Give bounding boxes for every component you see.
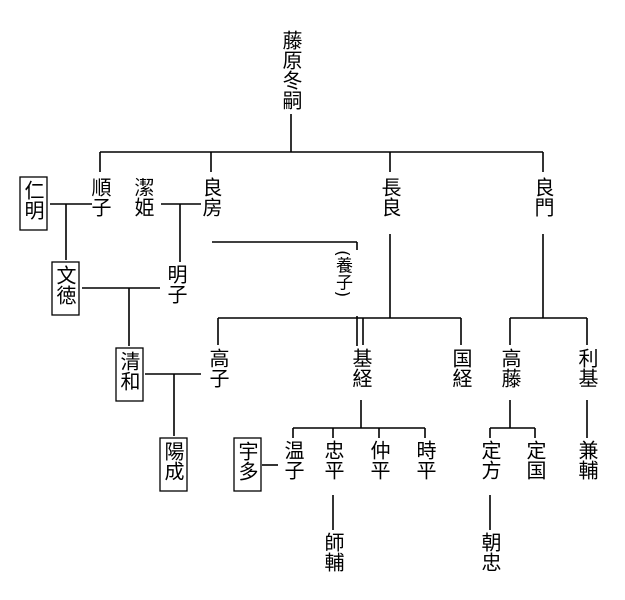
name-mototsune: 基経 [349, 348, 373, 388]
emperor-uda: 宇多 [235, 441, 259, 481]
name-takaiko: 高子 [206, 348, 230, 388]
name-nagara: 長良 [378, 177, 402, 217]
emperor-montoku: 文徳 [53, 265, 77, 305]
emperor-ninmyo: 仁明 [21, 180, 45, 220]
name-kunitsune: 国経 [449, 348, 473, 388]
emperor-box-ninmyo [19, 176, 48, 231]
name-nakahira: 仲平 [367, 440, 391, 480]
emperor-box-seiwa [115, 347, 144, 402]
name-sadakuni: 定国 [523, 440, 547, 480]
name-takafuji: 高藤 [498, 348, 522, 388]
emperor-box-uda [233, 437, 262, 492]
emperor-boxes [19, 176, 262, 492]
name-toshimoto: 利基 [575, 348, 599, 388]
emperor-yozei: 陽成 [161, 441, 185, 481]
name-yoshiko: 温子 [281, 440, 305, 480]
emperor-box-montoku [51, 261, 80, 316]
name-sadakata: 定方 [478, 440, 502, 480]
connector-lines [50, 114, 588, 530]
name-fuyutsugu: 藤原冬嗣 [279, 30, 303, 110]
name-junshi: 順子 [88, 177, 112, 217]
adoption-label: (養子) [332, 250, 353, 297]
name-morosuke: 師輔 [321, 532, 345, 572]
name-yoshifusa: 良房 [199, 177, 223, 217]
name-tadahira: 忠平 [321, 440, 345, 480]
name-kiyohime: 潔姫 [131, 177, 155, 217]
name-tokihira: 時平 [413, 440, 437, 480]
emperor-seiwa: 清和 [117, 351, 141, 391]
name-yoshikado: 良門 [531, 177, 555, 217]
name-asatada: 朝忠 [478, 532, 502, 572]
name-akirakeiko: 明子 [164, 264, 188, 304]
name-kanesuke: 兼輔 [575, 440, 599, 480]
emperor-box-yozei [159, 437, 188, 492]
